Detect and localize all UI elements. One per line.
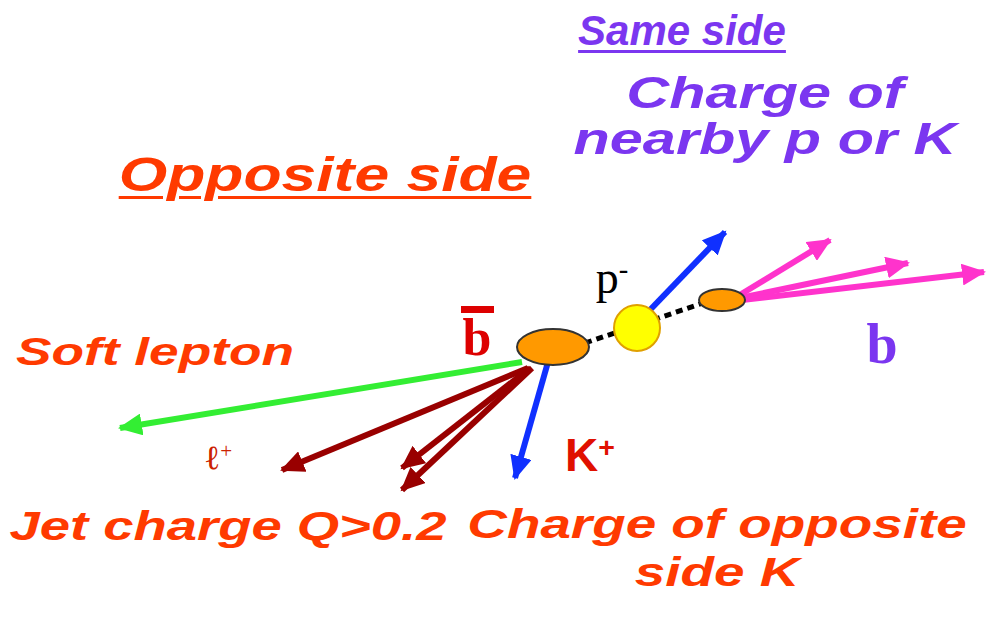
particle-label: ℓ+: [204, 438, 232, 479]
kaon-track: [515, 362, 548, 478]
jet-track: [402, 368, 532, 490]
particle-label: p-: [596, 250, 629, 305]
quark-label: b: [866, 316, 897, 372]
pion-vertex: [614, 305, 660, 351]
b-decay-track: [742, 272, 984, 300]
side-heading: Same side: [578, 6, 786, 56]
symbol-base: p: [596, 252, 619, 303]
jet-track: [402, 368, 530, 468]
b-vertex: [699, 289, 745, 311]
charge-sign: +: [220, 439, 232, 463]
side-heading: Opposite side: [119, 146, 532, 204]
quark-label: b: [463, 312, 492, 364]
charge-sign: +: [598, 431, 615, 463]
bbar-vertex: [517, 329, 589, 365]
tag-method: Jet charge Q>0.2: [10, 502, 447, 550]
particle-label: K+: [565, 428, 615, 483]
tag-method: Charge of nearby p or K: [563, 70, 968, 162]
symbol-base: ℓ: [204, 439, 220, 476]
symbol-base: K: [565, 429, 598, 481]
tag-method: Soft lepton: [16, 330, 294, 376]
charge-sign: -: [619, 254, 629, 285]
tag-method: Charge of opposite side K: [457, 500, 978, 596]
jet-track: [282, 368, 528, 470]
